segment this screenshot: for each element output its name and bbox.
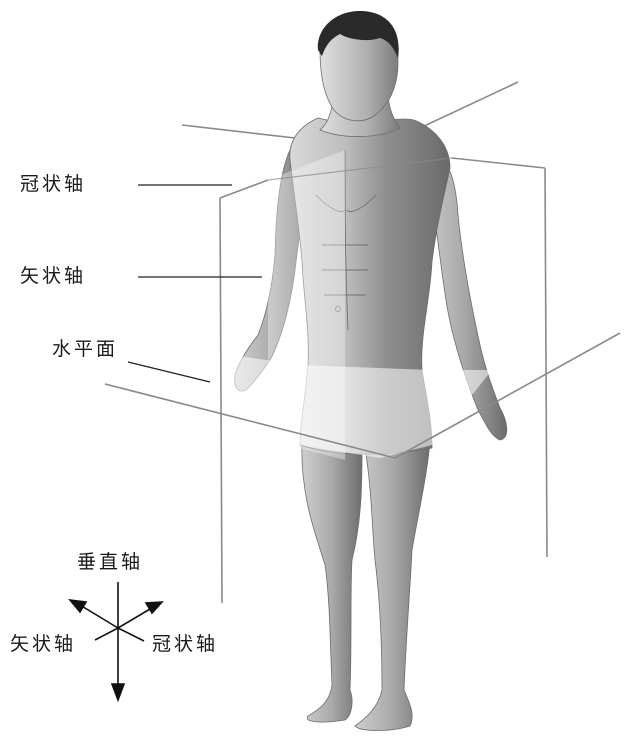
compass-coronal-line — [118, 609, 150, 628]
compass-sagittal-line — [80, 605, 118, 628]
compass-vertical-axis-label: 垂直轴 — [77, 553, 143, 572]
coronal-plane-top-right-edge — [420, 82, 518, 128]
compass-down-arrow — [112, 684, 124, 700]
axis-compass — [70, 582, 162, 700]
compass-coronal-back-line — [118, 628, 144, 641]
left-leg — [302, 440, 362, 722]
compass-coronal-arrow — [146, 602, 162, 613]
compass-sagittal-back-line — [95, 628, 118, 640]
coronal-axis-label: 冠状轴 — [20, 175, 86, 194]
right-leg — [355, 440, 430, 731]
sagittal-plane-top-left — [220, 180, 268, 198]
sagittal-axis-label: 矢状轴 — [20, 267, 86, 286]
compass-sagittal-axis-label: 矢状轴 — [10, 635, 76, 654]
horizontal-plane-tint — [232, 355, 492, 458]
compass-sagittal-arrow — [70, 600, 86, 612]
leader-horizontal-plane — [128, 362, 210, 382]
leader-lines — [128, 185, 262, 382]
sagittal-plane-top-right — [452, 158, 545, 168]
sagittal-plane-right-edge — [545, 168, 547, 557]
compass-coronal-axis-label: 冠状轴 — [152, 635, 218, 654]
horizontal-plane-label: 水平面 — [52, 340, 118, 359]
sagittal-plane-left-edge — [220, 198, 222, 603]
